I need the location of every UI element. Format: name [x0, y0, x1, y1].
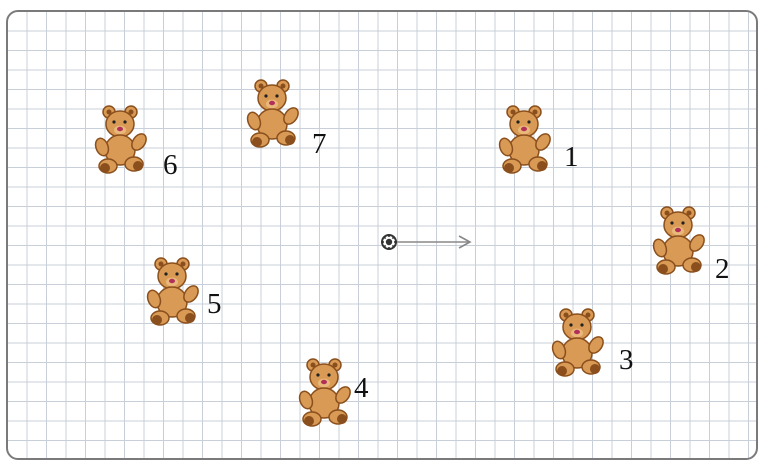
bear-5-label: 5 [207, 290, 222, 319]
teddy-bear-icon [246, 76, 302, 150]
teddy-bear-icon [652, 203, 708, 277]
teddy-bear-icon [146, 254, 202, 328]
bear-6-label: 6 [163, 151, 178, 180]
teddy-bear-icon [298, 355, 354, 429]
robot-marker[interactable] [381, 230, 481, 254]
gear-robot-icon [381, 234, 397, 250]
teddy-bear-4[interactable] [298, 355, 354, 429]
teddy-bear-1[interactable] [498, 102, 554, 176]
teddy-bear-3[interactable] [551, 305, 607, 379]
teddy-bear-2[interactable] [652, 203, 708, 277]
bear-4-label: 4 [354, 374, 369, 403]
teddy-bear-icon [94, 102, 150, 176]
teddy-bear-icon [498, 102, 554, 176]
bear-3-label: 3 [619, 346, 634, 375]
bear-1-label: 1 [564, 143, 579, 172]
bear-7-label: 7 [312, 130, 327, 159]
bear-2-label: 2 [715, 255, 730, 284]
teddy-bear-6[interactable] [94, 102, 150, 176]
teddy-bear-7[interactable] [246, 76, 302, 150]
arrow-right-icon [397, 236, 470, 248]
game-board: 6 7 1 2 [6, 10, 758, 460]
teddy-bear-icon [551, 305, 607, 379]
teddy-bear-5[interactable] [146, 254, 202, 328]
